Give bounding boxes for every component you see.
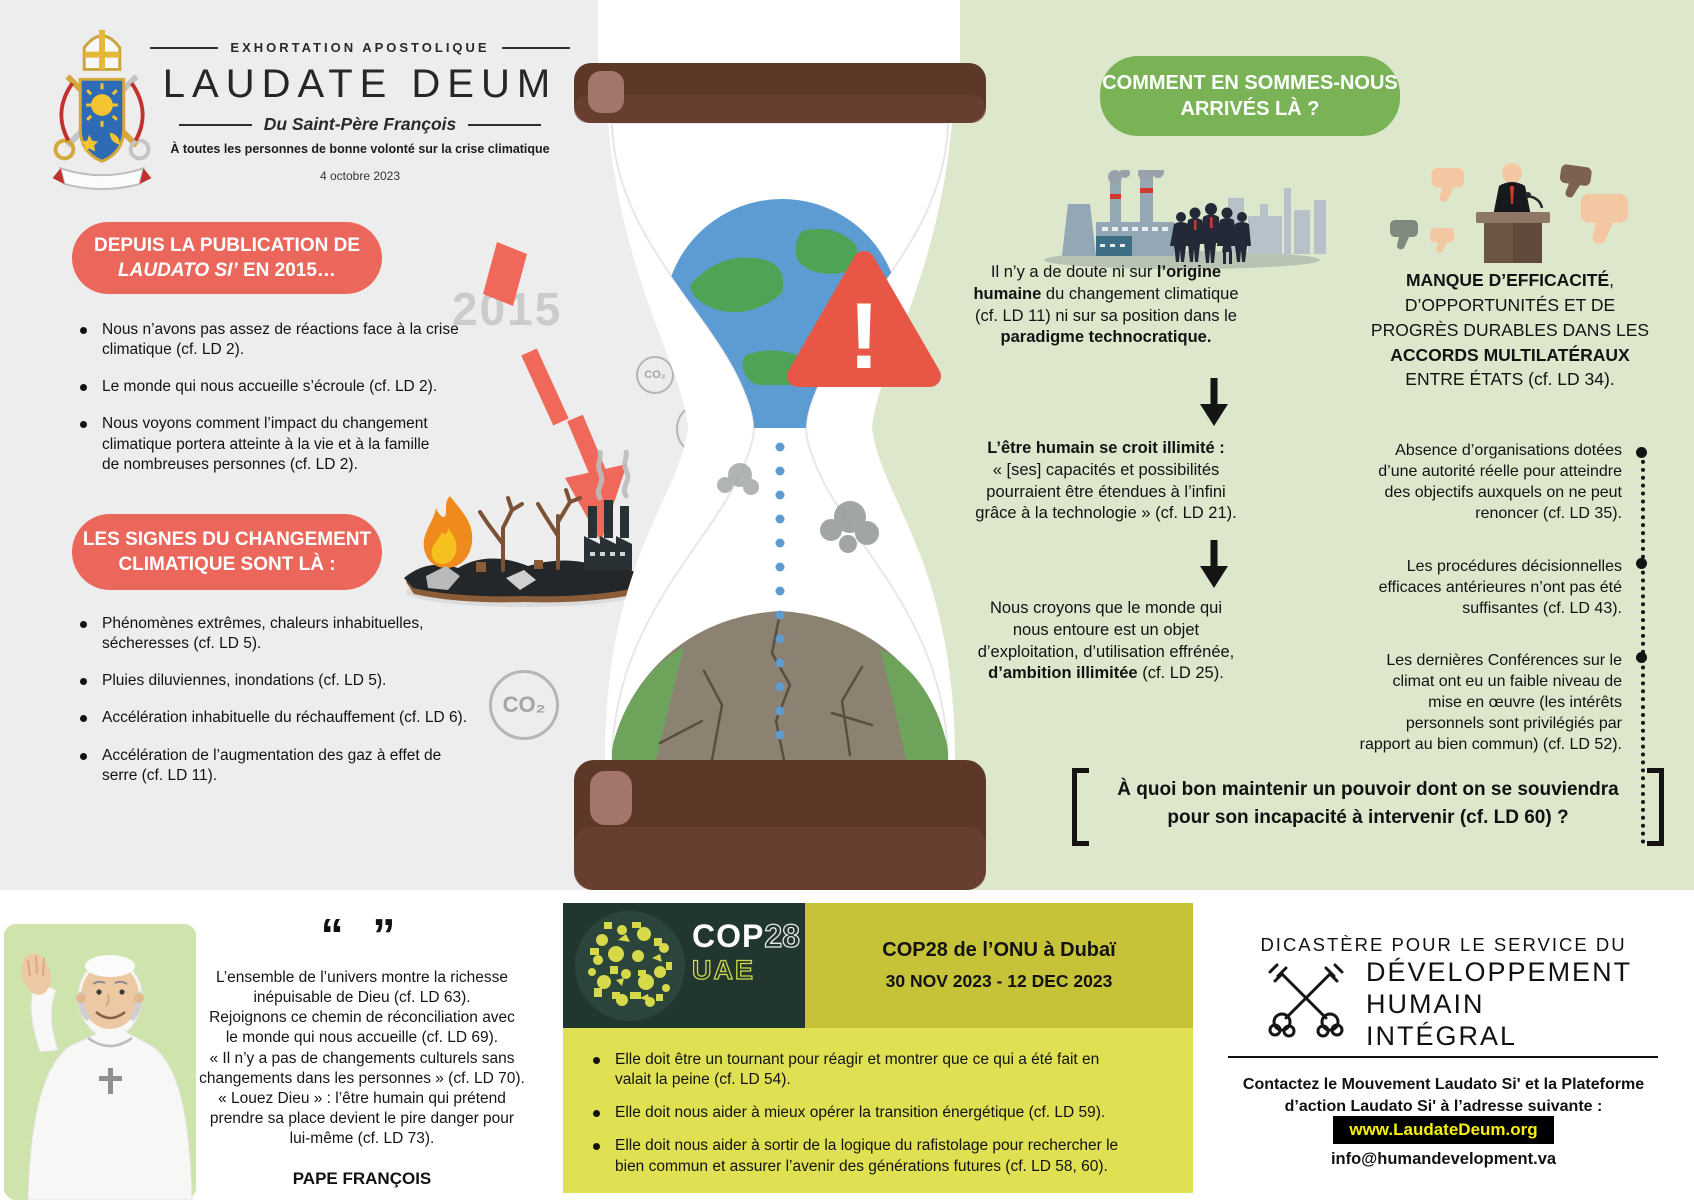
cop28-dates: 30 NOV 2023 - 12 DEC 2023 xyxy=(885,971,1113,991)
list-item: Le monde qui nous accueille s’écroule (c… xyxy=(72,377,502,397)
timeline-line xyxy=(1641,452,1645,844)
cop-logo-uae: UAE xyxy=(691,954,756,985)
list-item: Elle doit être un tournant pour réagir e… xyxy=(585,1050,1173,1090)
list-item: Pluies diluviennes, inondations (cf. LD … xyxy=(72,671,502,691)
bracket-quote: À quoi bon maintenir un pouvoir dont on … xyxy=(1072,768,1664,846)
svg-text:!: ! xyxy=(848,283,879,388)
co2-badge-small: CO₂ xyxy=(636,356,674,394)
cop28-emblem-icon xyxy=(575,911,685,1021)
section-title-depuis-publication: DEPUIS LA PUBLICATION DE LAUDATO SI’ EN … xyxy=(72,222,382,294)
flow-text-3: Nous croyons que le monde qui nous entou… xyxy=(977,599,1235,683)
timeline-item: Les dernières Conférences sur le climat … xyxy=(1359,652,1622,754)
cop-logo-cop: COP xyxy=(692,918,765,954)
co2-badge-large: CO₂ xyxy=(489,670,559,740)
manque-efficacite-text: MANQUE D’EFFICACITÉ, D’OPPORTUNITÉS ET D… xyxy=(1370,270,1650,390)
masthead: EXHORTATION APOSTOLIQUE LAUDATE DEUM Du … xyxy=(150,40,570,183)
dicastere-email-link[interactable]: info@humandevelopment.va xyxy=(1330,1150,1557,1168)
cop-logo-28: 28 xyxy=(764,917,801,954)
list-item: Accélération de l’augmentation des gaz à… xyxy=(72,746,502,786)
list-item: Accélération inhabituelle du réchauffeme… xyxy=(72,708,502,728)
masthead-date: 4 octobre 2023 xyxy=(319,169,401,183)
url-badge-wrapper: www.LaudateDeum.org xyxy=(1193,1116,1694,1144)
kicker-rule: EXHORTATION APOSTOLIQUE xyxy=(150,40,570,55)
down-arrow-icon xyxy=(1200,378,1228,426)
bracket-quote-text: À quoi bon maintenir un pouvoir dont on … xyxy=(1117,779,1619,828)
section2-bullet-list: Phénomènes extrêmes, chaleurs inhabituel… xyxy=(72,614,502,803)
page-title: LAUDATE DEUM xyxy=(162,62,558,106)
list-item: Nous n’avons pas assez de réactions face… xyxy=(72,320,502,360)
papal-coat-of-arms xyxy=(52,29,152,190)
warning-icon: ! xyxy=(787,251,941,388)
masthead-subtitle: Du Saint-Père François xyxy=(263,114,457,134)
flow-text-1: Il n’y a de doute ni sur l’origine humai… xyxy=(973,263,1239,347)
subtitle-rule: Du Saint-Père François xyxy=(179,114,540,135)
dicastere-divider xyxy=(1228,1056,1658,1058)
masthead-dedication: À toutes les personnes de bonne volonté … xyxy=(170,142,550,156)
section1-title-text: DEPUIS LA PUBLICATION DE LAUDATO SI’ EN … xyxy=(93,234,360,281)
dicastere-contact-text: Contactez le Mouvement Laudato Si' et la… xyxy=(1242,1076,1645,1115)
pope-quote-text: L’ensemble de l’univers montre la riches… xyxy=(199,969,525,1148)
timeline-item: Absence d’organisations dotées d’une aut… xyxy=(1378,442,1622,523)
timeline-item: Les procédures décisionnelles efficaces … xyxy=(1378,558,1622,618)
timeline-dot xyxy=(1636,558,1647,569)
timeline-dot xyxy=(1636,447,1647,458)
list-item: Elle doit nous aider à mieux opérer la t… xyxy=(585,1103,1173,1123)
crossed-keys-icon xyxy=(1268,963,1344,1038)
laudate-deum-url-link[interactable]: www.LaudateDeum.org xyxy=(1333,1116,1554,1144)
section-title-signes-changement: LES SIGNES DU CHANGEMENT CLIMATIQUE SONT… xyxy=(72,514,382,590)
cop28-bullet-list: Elle doit être un tournant pour réagir e… xyxy=(585,1050,1173,1177)
pope-francis-photo xyxy=(4,924,196,1200)
section1-bullet-list: Nous n’avons pas assez de réactions face… xyxy=(72,320,502,492)
right-header-text: COMMENT EN SOMMES-NOUS ARRIVÉS LÀ ? xyxy=(1102,71,1398,120)
dicastere-name-line: DÉVELOPPEMENT xyxy=(1366,957,1633,987)
list-item: Elle doit nous aider à sortir de la logi… xyxy=(585,1136,1173,1176)
section-title-comment-arrives: COMMENT EN SOMMES-NOUS ARRIVÉS LÀ ? xyxy=(1100,56,1400,136)
burning-landscape-illustration xyxy=(404,450,642,607)
list-item: Nous voyons comment l’impact du changeme… xyxy=(72,414,502,474)
pope-quote-author: PAPE FRANÇOIS xyxy=(292,1169,432,1189)
timeline-dot xyxy=(1636,652,1647,663)
cop28-title: COP28 de l’ONU à Dubaï xyxy=(882,939,1116,961)
pope-quote-block: “ ” L’ensemble de l’univers montre la ri… xyxy=(186,908,538,1189)
cop28-header-panel: COP28 de l’ONU à Dubaï 30 NOV 2023 - 12 … xyxy=(805,903,1193,1028)
quote-icon: “ ” xyxy=(320,909,404,961)
dicastere-name-line: HUMAIN xyxy=(1366,989,1485,1019)
flow-text-2: L’être humain se croit illimité : « [ses… xyxy=(975,439,1237,523)
down-arrow-icon xyxy=(1200,540,1228,588)
list-item: Phénomènes extrêmes, chaleurs inhabituel… xyxy=(72,614,502,654)
masthead-kicker: EXHORTATION APOSTOLIQUE xyxy=(230,40,490,55)
section2-title-text: LES SIGNES DU CHANGEMENT CLIMATIQUE SONT… xyxy=(82,528,372,575)
dicastere-name-line: INTÉGRAL xyxy=(1366,1021,1518,1051)
dicastere-kicker: DICASTÈRE POUR LE SERVICE DU xyxy=(1260,934,1627,955)
dicastere-name: DÉVELOPPEMENT HUMAIN INTÉGRAL xyxy=(1366,956,1632,1052)
industry-people-icon xyxy=(1044,170,1326,269)
cop28-bullets-panel: Elle doit être un tournant pour réagir e… xyxy=(563,1028,1193,1193)
speaker-thumbs-down-icon xyxy=(1390,163,1629,263)
